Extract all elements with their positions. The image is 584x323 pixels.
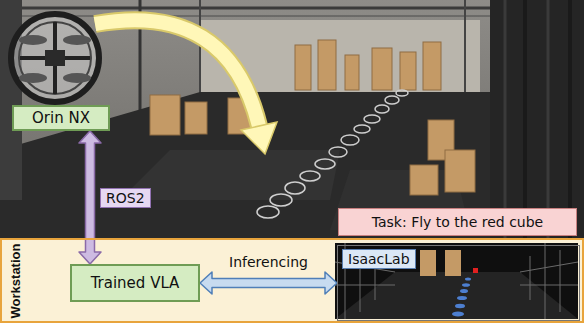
box-label: Task: Fly to the red cube [372,214,543,230]
cardboard-boxes [150,40,475,195]
drone [19,73,47,83]
box-label: Orin NX [32,109,90,127]
motion-arrow [95,20,277,154]
flight-trajectory [300,171,320,181]
cardboard-boxes [318,40,336,90]
room [547,0,550,238]
device-box: Orin NX [12,105,110,131]
flight-trajectory [329,147,347,157]
model-box: Trained VLA [70,264,200,302]
isaaclab-render [455,304,465,308]
drone [11,14,99,102]
panel-label: IsaacLab [342,249,416,269]
isaaclab-render [560,250,561,312]
flight-trajectory [385,96,399,104]
drone [63,35,91,45]
cardboard-boxes [410,165,438,195]
edge-label: ROS2 [100,188,151,208]
drone [19,35,47,45]
drone [45,50,65,66]
isaaclab-render [520,285,578,286]
isaaclab-render [462,283,470,287]
simulator-panel: IsaacLab [337,245,580,321]
isaaclab-render [545,243,546,319]
motion-arrow [241,122,277,154]
flight-trajectory [270,194,292,206]
cardboard-boxes [295,45,311,90]
isaaclab-render [452,278,471,317]
motion-arrow [95,20,259,126]
isaaclab-render [335,272,578,319]
inference-link [200,272,337,294]
flight-trajectory [375,105,389,113]
flight-trajectory [257,90,408,218]
isaaclab-render [335,243,578,319]
drone [11,14,99,102]
isaaclab-render [457,296,467,300]
isaaclab-render [335,243,578,319]
room [490,0,584,238]
room [464,0,466,95]
isaaclab-render [465,278,471,281]
room [568,0,572,238]
cardboard-boxes [423,42,441,90]
box-label: Trained VLA [91,274,180,292]
drone [11,14,99,102]
ros2-link [79,131,101,264]
cardboard-boxes [372,48,392,90]
flight-trajectory [285,182,305,194]
flight-trajectory [257,206,279,218]
cardboard-boxes [185,102,207,134]
isaaclab-render [530,256,531,300]
isaaclab-render [420,250,436,276]
isaaclab-render [520,262,578,272]
flight-trajectory [341,135,359,145]
edge-label: Inferencing [224,253,313,271]
isaaclab-render [452,312,464,317]
cardboard-boxes [445,150,475,192]
flight-trajectory [364,115,380,123]
workstation-band: Workstation Trained VLA IsaacLab [0,238,584,323]
room [120,150,340,200]
cardboard-boxes [400,52,416,90]
isaaclab-render [335,243,578,319]
flight-trajectory [354,125,370,133]
isaaclab-render [460,289,468,293]
drone [63,73,91,83]
cardboard-boxes [345,55,359,90]
flight-trajectory [396,90,408,96]
room [523,0,527,238]
cardboard-boxes [150,95,180,135]
isaaclab-render [335,285,395,286]
motion-arrow [95,20,259,126]
isaaclab-render [473,268,478,273]
room [199,0,201,95]
task-box: Task: Fly to the red cube [338,208,577,236]
isaaclab-render [445,250,461,276]
band-title: Workstation [8,243,23,318]
room [504,0,507,238]
flight-trajectory [315,159,335,169]
drone [19,22,91,94]
